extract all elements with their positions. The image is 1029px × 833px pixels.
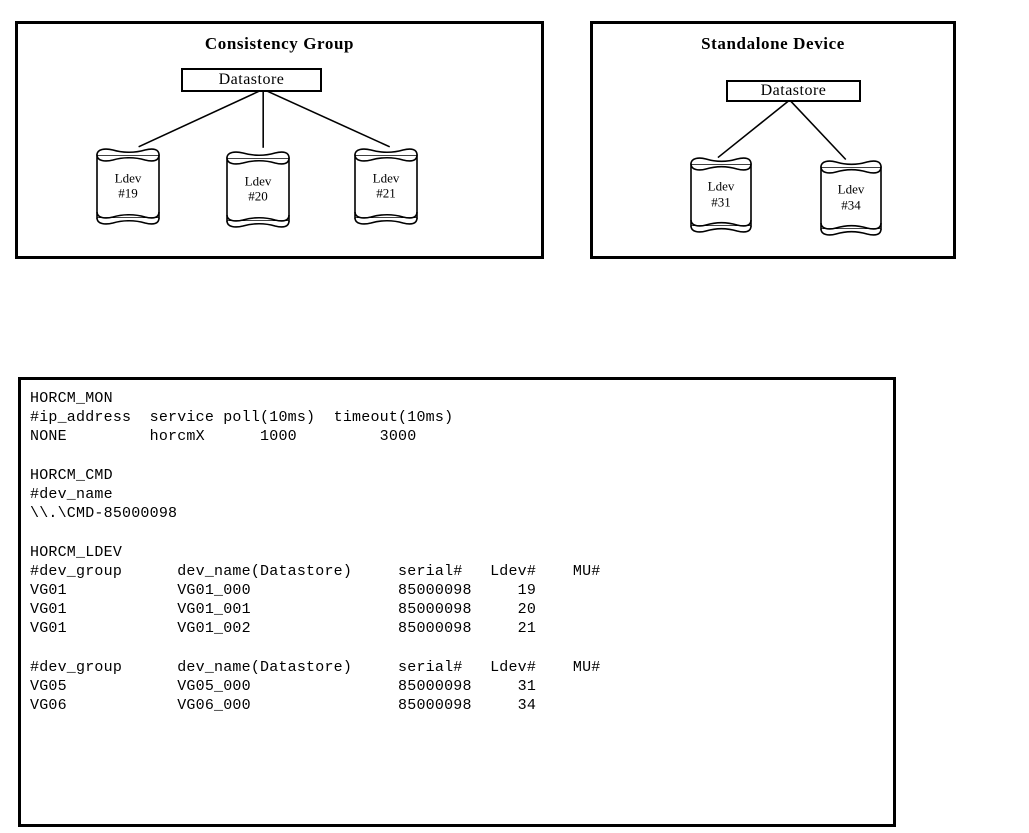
ldev-cylinder-34: Ldev #34 xyxy=(819,158,883,238)
ldev-cylinder-19: Ldev #19 xyxy=(95,146,161,227)
standalone-device-connectors xyxy=(717,99,847,161)
datastore-box-standalone-device: Datastore xyxy=(726,80,861,102)
standalone-device-panel: Standalone Device Datastore Ldev #31 Lde xyxy=(590,21,956,259)
ldev-cylinder-21: Ldev #21 xyxy=(353,146,419,227)
ldev-cylinder-31: Ldev #31 xyxy=(689,155,753,235)
datastore-box-consistency-group: Datastore xyxy=(181,68,322,92)
horcm-config-box: HORCM_MON #ip_address service poll(10ms)… xyxy=(18,377,896,827)
standalone-device-title: Standalone Device xyxy=(701,34,845,53)
consistency-group-title: Consistency Group xyxy=(204,34,355,53)
consistency-group-panel: Consistency Group Datastore Ldev #19 xyxy=(15,21,544,259)
ldev-cylinder-20: Ldev #20 xyxy=(225,149,291,230)
horcm-config-text: HORCM_MON #ip_address service poll(10ms)… xyxy=(30,390,601,715)
